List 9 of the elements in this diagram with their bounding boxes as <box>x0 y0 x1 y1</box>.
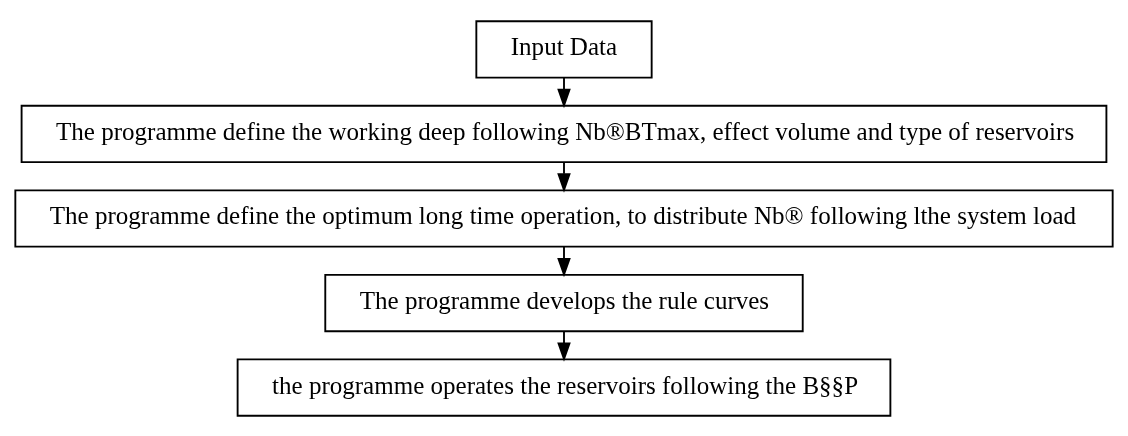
node-box: Input Data <box>475 19 653 79</box>
node-box: The programme define the optimum long time operation, to distribute Nb® following lthe system load <box>14 188 1114 248</box>
node-box: The programme develops the rule curves <box>324 273 804 332</box>
node-box: The programme define the working deep following Nb®BTmax, effect volume and type of reservoirs <box>20 104 1108 163</box>
arrow <box>557 329 571 362</box>
node-box: the programme operates the reservoirs following the B§§P <box>236 357 892 417</box>
arrow <box>557 160 571 193</box>
arrow <box>557 76 571 108</box>
arrow <box>557 245 571 277</box>
